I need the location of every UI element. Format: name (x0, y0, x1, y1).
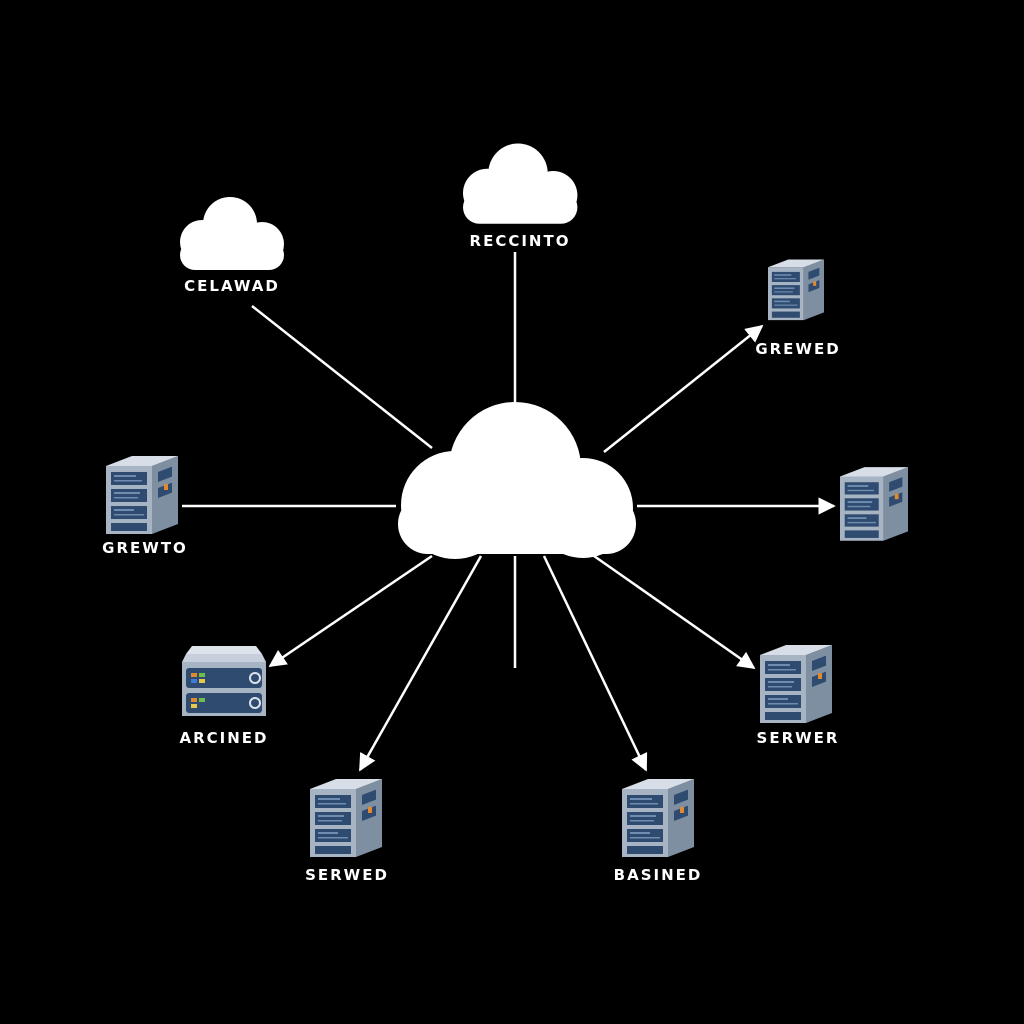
node-label: CELAWAD (184, 277, 280, 295)
cloud-icon (180, 197, 284, 270)
node-label: GREWED (755, 340, 840, 358)
server-tower-icon (310, 779, 382, 857)
cloud-icon (398, 402, 636, 559)
server-tower-icon (622, 779, 694, 857)
edge-celawad (251, 305, 433, 449)
node-label: SERWED (305, 866, 389, 884)
node-label: GREWTO (102, 539, 188, 557)
server-tower-icon (106, 456, 178, 534)
server-tower-icon (840, 467, 908, 541)
edge-serwed (358, 555, 483, 772)
node-label: RECCINTO (470, 232, 571, 250)
node-label: SERWER (757, 729, 840, 747)
node-label: ARCINED (180, 729, 269, 747)
edge-serwer (593, 554, 756, 670)
node-arcined: ARCINED (180, 646, 269, 747)
node-unlabeled-server (840, 467, 908, 541)
central-cloud (398, 402, 636, 559)
node-label: BASINED (614, 866, 703, 884)
server-rack-icon (182, 646, 266, 717)
edge-grewed (603, 324, 764, 453)
node-serwer: SERWER (757, 645, 840, 747)
node-serwed: SERWED (305, 779, 389, 884)
node-reccinto: RECCINTO (463, 143, 578, 250)
node-celawad: CELAWAD (180, 197, 284, 295)
server-tower-icon (768, 259, 824, 321)
edges (182, 252, 836, 772)
cloud-icon (463, 143, 578, 224)
node-basined: BASINED (614, 779, 703, 884)
edge-arcined (268, 554, 433, 668)
node-grewed: GREWED (755, 259, 840, 358)
node-grewto: GREWTO (102, 456, 188, 557)
server-tower-icon (760, 645, 832, 723)
edge-basined (542, 555, 648, 772)
